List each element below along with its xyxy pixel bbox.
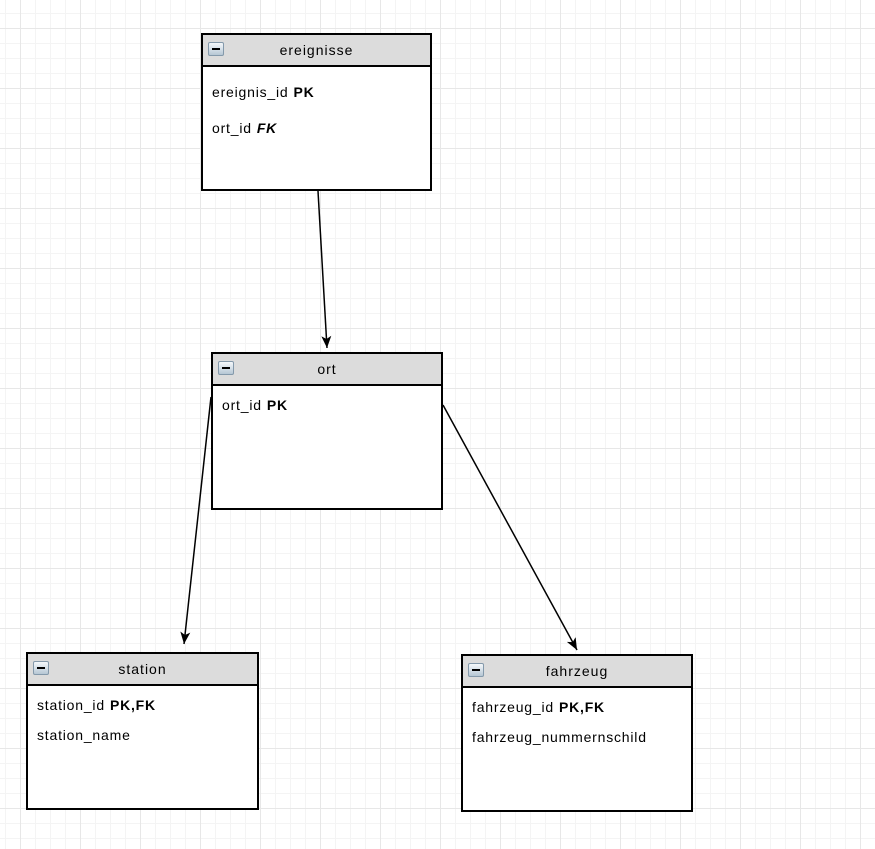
field-key-badge: PK,FK	[558, 699, 605, 715]
collapse-minus-icon	[37, 667, 45, 669]
entity-fields: ort_id PK	[213, 386, 441, 420]
field-key-badge: PK	[266, 397, 288, 413]
field-row[interactable]: ort_id PK	[222, 390, 441, 420]
entity-title: ort	[317, 361, 337, 377]
field-name: ort_id	[212, 120, 252, 136]
entity-fields: ereignis_id PK ort_id FK	[203, 67, 430, 146]
entity-station-header[interactable]: station	[28, 654, 257, 686]
entity-fields: station_id PK,FK station_name	[28, 686, 257, 750]
field-row[interactable]: ereignis_id PK	[212, 74, 430, 110]
field-key-badge: PK,FK	[109, 697, 156, 713]
entity-fahrzeug[interactable]: fahrzeug fahrzeug_id PK,FK fahrzeug_numm…	[461, 654, 693, 812]
field-row[interactable]: ort_id FK	[212, 110, 430, 146]
field-row[interactable]: station_name	[37, 720, 257, 750]
entity-title: ereignisse	[279, 42, 354, 58]
field-row[interactable]: fahrzeug_nummernschild	[472, 722, 691, 752]
connector-ort-station[interactable]	[180, 396, 212, 645]
field-name: fahrzeug_id	[472, 699, 554, 715]
field-name: ort_id	[222, 397, 262, 413]
field-name: station_id	[37, 697, 105, 713]
entity-title: fahrzeug	[545, 663, 609, 679]
collapse-minus-icon	[472, 669, 480, 671]
field-name: station_name	[37, 727, 131, 743]
collapse-button[interactable]	[218, 361, 234, 375]
collapse-minus-icon	[212, 48, 220, 50]
entity-station[interactable]: station station_id PK,FK station_name	[26, 652, 259, 810]
field-key-badge: FK	[256, 120, 278, 136]
entity-ort[interactable]: ort ort_id PK	[211, 352, 443, 510]
connector-ort-fahrzeug[interactable]	[442, 404, 578, 651]
collapse-button[interactable]	[468, 663, 484, 677]
collapse-button[interactable]	[33, 661, 49, 675]
field-row[interactable]: station_id PK,FK	[37, 690, 257, 720]
collapse-minus-icon	[222, 367, 230, 369]
entity-ort-header[interactable]: ort	[213, 354, 441, 386]
entity-title: station	[118, 661, 167, 677]
field-row[interactable]: fahrzeug_id PK,FK	[472, 692, 691, 722]
field-name: ereignis_id	[212, 84, 289, 100]
entity-ereignisse[interactable]: ereignisse ereignis_id PK ort_id FK	[201, 33, 432, 191]
connector-ereignisse-ort[interactable]	[317, 190, 332, 349]
entity-fahrzeug-header[interactable]: fahrzeug	[463, 656, 691, 688]
entity-ereignisse-header[interactable]: ereignisse	[203, 35, 430, 67]
field-name: fahrzeug_nummernschild	[472, 729, 647, 745]
field-key-badge: PK	[293, 84, 315, 100]
entity-fields: fahrzeug_id PK,FK fahrzeug_nummernschild	[463, 688, 691, 752]
collapse-button[interactable]	[208, 42, 224, 56]
